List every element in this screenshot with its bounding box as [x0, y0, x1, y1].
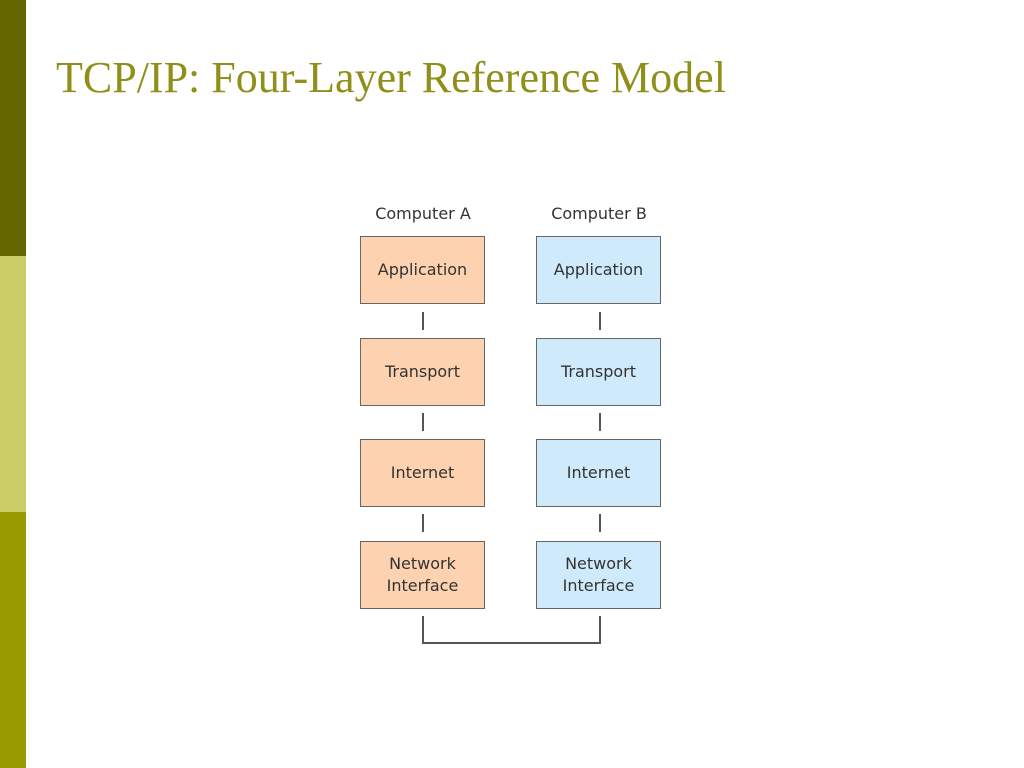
computer-b-label: Computer B [551, 204, 647, 223]
computer-a-network-interface-layer: Network Interface [360, 541, 485, 609]
sidebar-band-top [0, 0, 26, 256]
computer-b-transport-label: Transport [560, 362, 637, 381]
computer-a-application-label: Application [377, 260, 468, 279]
computer-a-transport-layer: Transport [360, 338, 485, 406]
physical-link-line [422, 642, 601, 644]
sidebar-band-bottom [0, 512, 26, 768]
link-drop-b [599, 616, 601, 643]
computer-b-network-interface-label: Network Interface [562, 554, 635, 595]
computer-a-network-interface-label: Network Interface [386, 554, 459, 595]
computer-b-transport-layer: Transport [536, 338, 661, 406]
computer-a-internet-label: Internet [390, 463, 455, 482]
computer-b-connector-1 [599, 312, 601, 330]
computer-a-connector-3 [422, 514, 424, 532]
computer-a-connector-2 [422, 413, 424, 431]
computer-a-label: Computer A [375, 204, 471, 223]
computer-a-connector-1 [422, 312, 424, 330]
computer-a-application-layer: Application [360, 236, 485, 304]
computer-b-application-layer: Application [536, 236, 661, 304]
computer-a-transport-label: Transport [384, 362, 461, 381]
slide-title: TCP/IP: Four-Layer Reference Model [56, 53, 726, 102]
computer-b-application-label: Application [553, 260, 644, 279]
computer-b-connector-3 [599, 514, 601, 532]
computer-b-network-interface-layer: Network Interface [536, 541, 661, 609]
link-drop-a [422, 616, 424, 643]
sidebar-band-middle [0, 256, 26, 512]
computer-b-internet-layer: Internet [536, 439, 661, 507]
computer-b-connector-2 [599, 413, 601, 431]
computer-a-internet-layer: Internet [360, 439, 485, 507]
computer-b-internet-label: Internet [566, 463, 631, 482]
